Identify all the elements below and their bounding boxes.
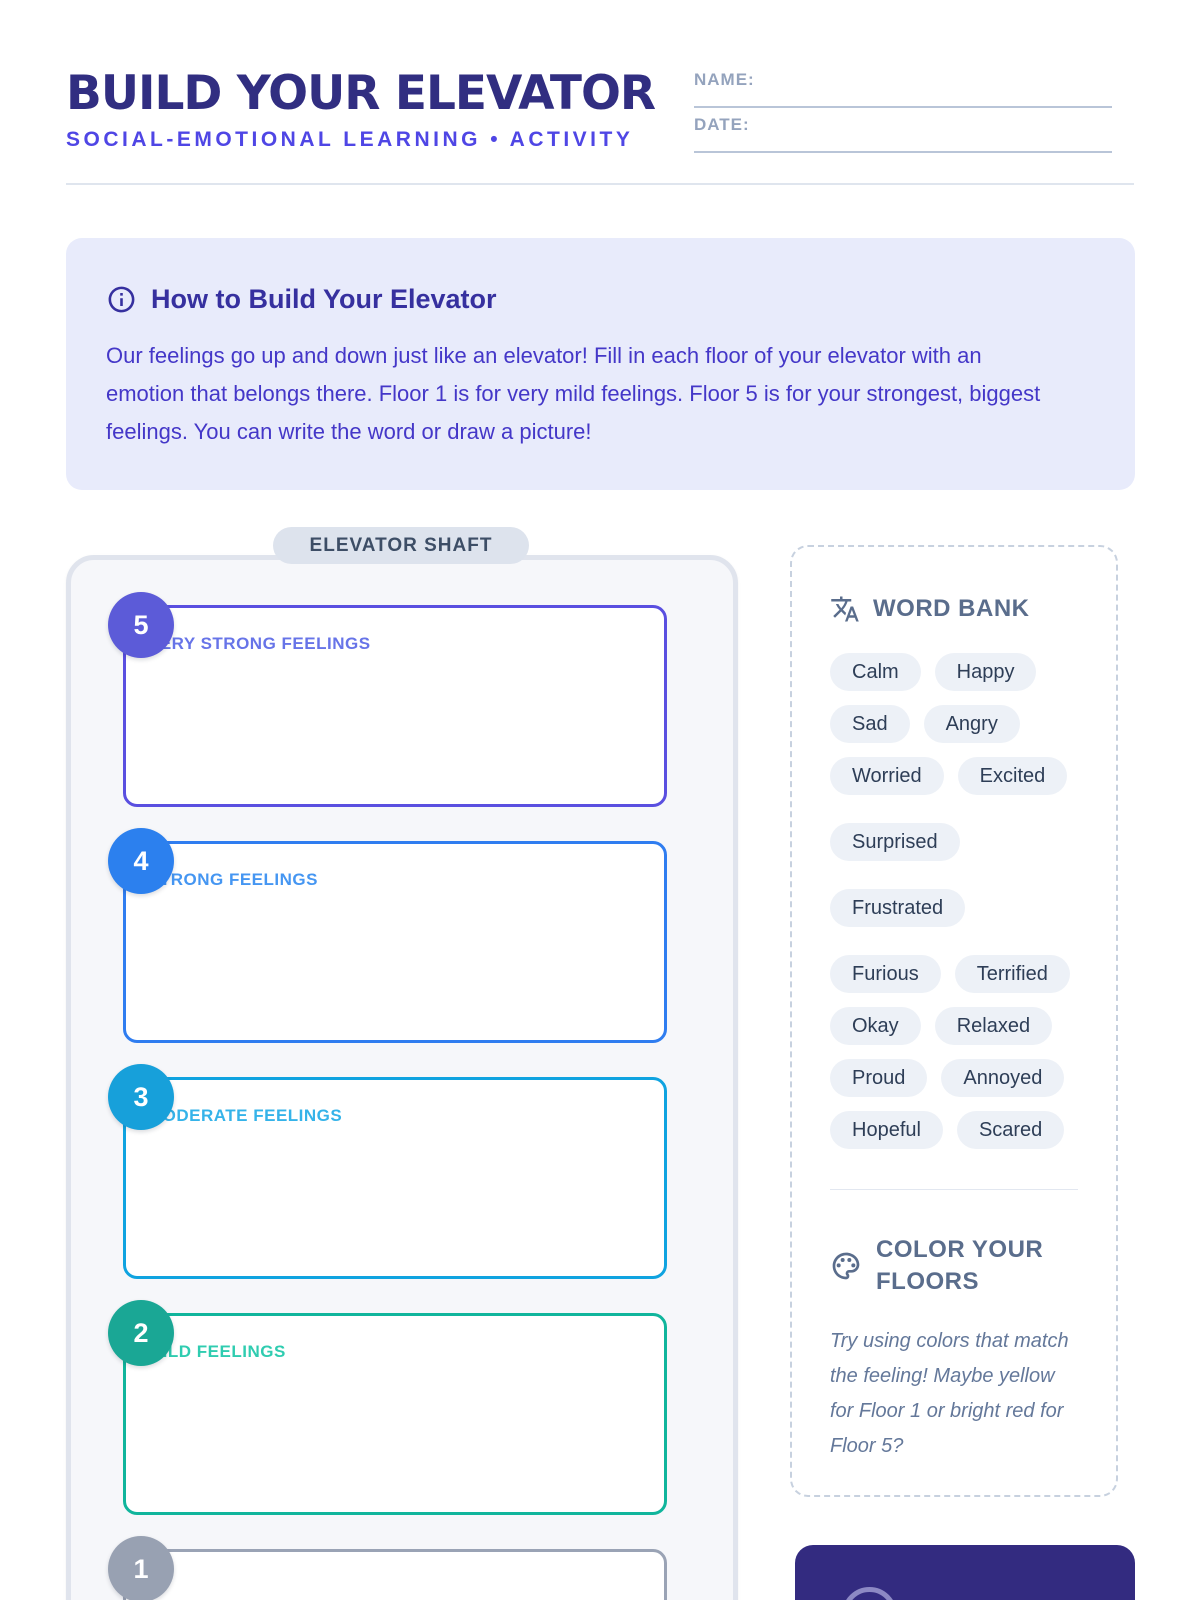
color-your-floors-heading: COLOR YOUR FLOORS	[876, 1236, 1044, 1295]
date-field[interactable]: DATE:	[694, 115, 1112, 153]
word-chip: Proud	[830, 1059, 928, 1097]
page-title: BUILD YOUR ELEVATOR	[66, 66, 656, 121]
color-tip-text: Try using colors that match the feeling!…	[830, 1330, 1069, 1457]
name-fill-line[interactable]	[694, 106, 1112, 108]
word-chip: Sad	[830, 705, 910, 743]
word-chip: Annoyed	[941, 1059, 1065, 1097]
floor-label: STRONG FEELINGS	[148, 870, 318, 889]
word-chip: Happy	[934, 653, 1037, 691]
name-label: NAME:	[694, 70, 755, 89]
instruction-body: Our feelings go up and down just like an…	[106, 343, 1041, 444]
info-icon	[108, 286, 135, 313]
floor-label: MILD FEELINGS	[148, 1342, 286, 1361]
word-chip: Worried	[830, 757, 944, 795]
floor-badge-5: 5	[108, 592, 174, 658]
word-chip: Scared	[956, 1111, 1065, 1149]
bottom-tip-card	[795, 1545, 1135, 1600]
word-chip: Excited	[957, 757, 1068, 795]
ring-icon	[842, 1587, 897, 1600]
floor-label: MODERATE FEELINGS	[148, 1106, 343, 1125]
floor-badge-2: 2	[108, 1300, 174, 1366]
elevator-shaft-tab: ELEVATOR SHAFT	[273, 527, 529, 564]
palette-icon	[832, 1252, 860, 1280]
date-fill-line[interactable]	[694, 151, 1112, 153]
word-chip: Surprised	[830, 823, 960, 861]
word-chip: Relaxed	[934, 1007, 1053, 1045]
floor-box-1[interactable]: 1	[108, 1536, 667, 1600]
translate-icon	[831, 596, 859, 622]
word-chip: Furious	[830, 955, 941, 993]
instruction-heading: How to Build Your Elevator	[151, 284, 497, 314]
name-field[interactable]: NAME:	[694, 70, 1112, 108]
word-chip: Calm	[830, 653, 921, 691]
word-bank-heading: WORD BANK	[873, 595, 1030, 622]
floor-badge-3: 3	[108, 1064, 174, 1130]
word-chip: Okay	[830, 1007, 921, 1045]
word-chip: Hopeful	[830, 1111, 943, 1149]
panel-divider	[830, 1189, 1078, 1190]
instruction-box: How to Build Your Elevator Our feelings …	[66, 238, 1135, 490]
word-chip: Terrified	[954, 955, 1070, 993]
floor-badge-4: 4	[108, 828, 174, 894]
floor-label: VERY STRONG FEELINGS	[148, 634, 371, 653]
word-chip: Angry	[923, 705, 1020, 743]
header-divider	[66, 183, 1134, 185]
word-chip: Frustrated	[830, 889, 966, 927]
page-subtitle: SOCIAL-EMOTIONAL LEARNING • ACTIVITY	[66, 128, 634, 151]
floor-badge-1: 1	[108, 1536, 174, 1600]
name-date-fields: NAME: DATE:	[694, 70, 1112, 160]
date-label: DATE:	[694, 115, 750, 134]
